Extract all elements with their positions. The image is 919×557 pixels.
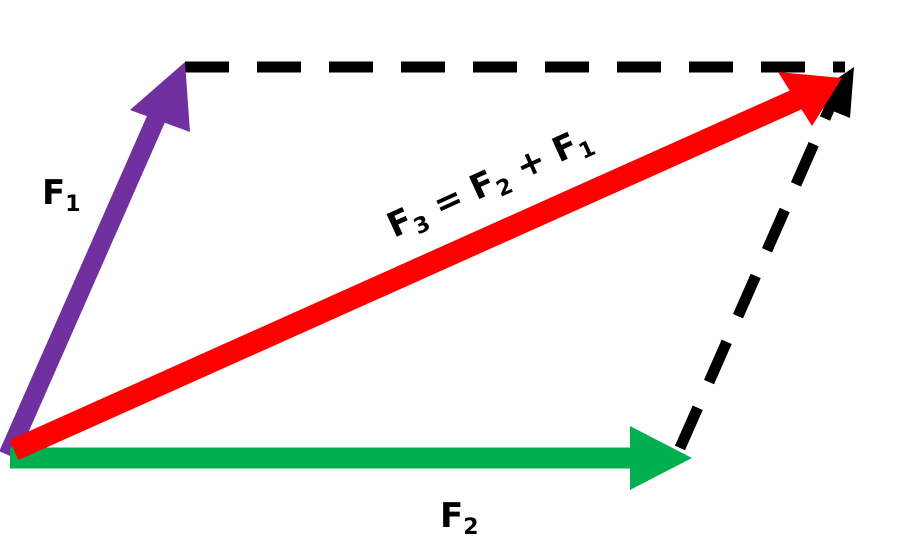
f3-arrowhead bbox=[778, 72, 842, 126]
f2-label: F2 bbox=[440, 496, 479, 540]
f3-vector-shaft bbox=[9, 87, 805, 461]
dashed-right-edge bbox=[674, 95, 840, 451]
f1-vector-shaft bbox=[0, 106, 169, 459]
f1-label: F1 bbox=[42, 173, 81, 217]
f2-arrowhead bbox=[630, 426, 692, 490]
f1-arrowhead bbox=[130, 62, 190, 132]
